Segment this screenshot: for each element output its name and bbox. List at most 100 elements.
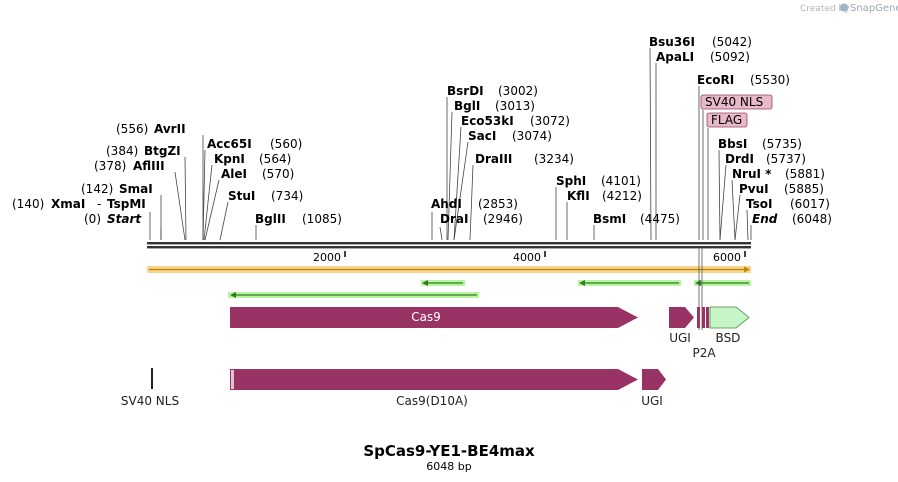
feature-label-bsd: BSD [716, 331, 741, 345]
svg-text:UGI: UGI [641, 394, 663, 408]
svg-text:XmaI: XmaI [51, 197, 85, 211]
plasmid-name: SpCas9-YE1-BE4max [363, 442, 535, 460]
svg-text:(556): (556) [116, 122, 148, 136]
snapgene-logo-icon [840, 3, 848, 12]
site-alei: AleI (570) [221, 167, 294, 181]
orf-green-4 [228, 292, 479, 298]
site-xmai: (140) XmaI - TspMI [12, 197, 146, 211]
site-afliii: (378) AflIII [94, 159, 165, 173]
svg-text:(2946): (2946) [483, 212, 523, 226]
svg-text:(6017): (6017) [790, 197, 830, 211]
feature-p2a: P2A [692, 307, 716, 360]
feature-label-ugi: UGI [669, 331, 691, 345]
tick-4000: 4000 [513, 251, 546, 264]
site-bsmi: BsmI (4475) [593, 212, 680, 226]
svg-text:TsoI: TsoI [746, 197, 772, 211]
site-sphi: SphI (4101) [556, 174, 641, 188]
svg-text:AhdI: AhdI [431, 197, 462, 211]
annotation-sv40-nls: SV40 NLS [121, 368, 179, 408]
site-kpni: KpnI (564) [214, 152, 291, 166]
svg-text:SmaI: SmaI [119, 182, 153, 196]
svg-text:Eco53kI: Eco53kI [461, 114, 514, 128]
svg-text:BtgZI: BtgZI [144, 144, 181, 158]
site-drdi: DrdI (5737) [725, 152, 806, 166]
svg-text:BglII: BglII [255, 212, 286, 226]
svg-text:(142): (142) [81, 182, 113, 196]
ruler-ticks: 2000 4000 6000 [313, 251, 746, 264]
svg-text:(6048): (6048) [792, 212, 832, 226]
tick-2000: 2000 [313, 251, 346, 264]
site-start: (0) Start [84, 212, 142, 226]
svg-text:(3234): (3234) [534, 152, 574, 166]
orf-green-1 [421, 280, 465, 286]
svg-text:(384): (384) [106, 144, 138, 158]
feature-label-cas9: Cas9 [411, 310, 441, 324]
site-btgzi: (384) BtgZI [106, 144, 181, 158]
svg-text:SacI: SacI [468, 129, 496, 143]
site-kfli: KflI (4212) [567, 189, 642, 203]
svg-text:(0): (0) [84, 212, 101, 226]
svg-text:(3074): (3074) [512, 129, 552, 143]
svg-text:(1085): (1085) [302, 212, 342, 226]
svg-text:SV40 NLS: SV40 NLS [705, 95, 763, 109]
svg-text:DraIII: DraIII [475, 152, 512, 166]
svg-text:(5737): (5737) [766, 152, 806, 166]
site-avrii: (556) AvrII [116, 122, 186, 136]
site-bglii: BglII (1085) [255, 212, 342, 226]
feature-ugi: UGI [669, 307, 694, 345]
site-saci: SacI (3074) [468, 129, 552, 143]
svg-text:AleI: AleI [221, 167, 247, 181]
plasmid-title: SpCas9-YE1-BE4max 6048 bp [363, 442, 535, 473]
svg-text:NruI *: NruI * [732, 167, 772, 181]
plasmid-size: 6048 bp [426, 460, 471, 473]
svg-text:(5042): (5042) [712, 35, 752, 49]
svg-text:(5735): (5735) [762, 137, 802, 151]
orf-green-3 [694, 280, 751, 286]
svg-text:(140): (140) [12, 197, 44, 211]
backbone [147, 242, 751, 249]
annotations: SV40 NLS Cas9(D10A) UGI [121, 368, 666, 408]
svg-text:PvuI: PvuI [739, 182, 769, 196]
boxed-label-flag: FLAG [706, 112, 748, 128]
svg-text:BsmI: BsmI [593, 212, 626, 226]
svg-text:(378): (378) [94, 159, 126, 173]
svg-text:(560): (560) [270, 137, 302, 151]
svg-text:(5530): (5530) [750, 73, 790, 87]
annotation-cas9-d10a: Cas9(D10A) [230, 369, 638, 408]
feature-bsd: BSD [709, 306, 750, 345]
svg-text:KflI: KflI [567, 189, 590, 203]
svg-text:(3072): (3072) [530, 114, 570, 128]
svg-text:SV40 NLS: SV40 NLS [121, 394, 179, 408]
site-apali: ApaLI (5092) [656, 50, 750, 64]
site-acc65i: Acc65I (560) [207, 137, 302, 151]
svg-text:(2853): (2853) [478, 197, 518, 211]
site-bsrdi: BsrDI (3002) [447, 84, 538, 98]
svg-text:SphI: SphI [556, 174, 586, 188]
site-stui: StuI (734) [228, 189, 303, 203]
svg-text:(5881): (5881) [785, 167, 825, 181]
svg-text:BbsI: BbsI [718, 137, 747, 151]
boxed-labels: SV40 NLS FLAG [700, 94, 773, 128]
annotation-ugi: UGI [641, 369, 666, 408]
feature-cas9: Cas9 [230, 307, 638, 328]
site-bgli: BglI (3013) [454, 99, 535, 113]
site-bsu36i: Bsu36I (5042) [649, 35, 752, 49]
site-end: End (6048) [752, 212, 832, 226]
site-nrui: NruI * (5881) [732, 167, 825, 181]
svg-text:FLAG: FLAG [711, 113, 742, 127]
site-drai: DraI (2946) [440, 212, 523, 226]
tick-6000: 6000 [713, 251, 746, 264]
svg-text:BsrDI: BsrDI [447, 84, 484, 98]
svg-text:DraI: DraI [440, 212, 468, 226]
svg-text:(3013): (3013) [495, 99, 535, 113]
svg-text:Acc65I: Acc65I [207, 137, 252, 151]
svg-text:KpnI: KpnI [214, 152, 245, 166]
svg-text:(4101): (4101) [601, 174, 641, 188]
site-eco53ki: Eco53kI (3072) [461, 114, 570, 128]
svg-text:ApaLI: ApaLI [656, 50, 694, 64]
svg-text:AvrII: AvrII [154, 122, 186, 136]
svg-text:End: End [752, 212, 778, 226]
svg-text:(564): (564) [259, 152, 291, 166]
svg-text:(4475): (4475) [640, 212, 680, 226]
